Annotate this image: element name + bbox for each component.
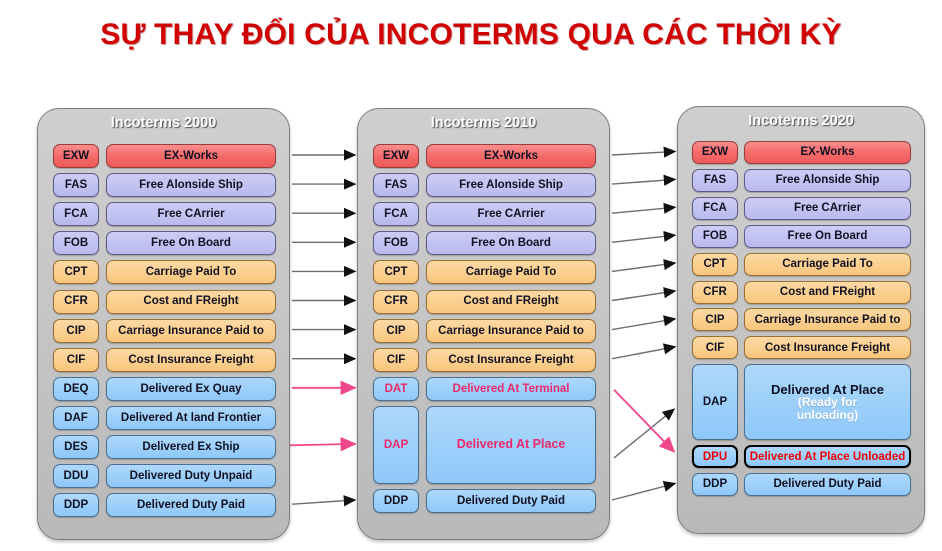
term-code-fob[interactable]: FOB: [53, 231, 99, 256]
term-name-cpt[interactable]: Carriage Paid To: [106, 260, 276, 285]
term-code-fca[interactable]: FCA: [53, 202, 99, 227]
term-code-cfr[interactable]: CFR: [692, 280, 738, 304]
term-name-fob[interactable]: Free On Board: [106, 231, 276, 256]
panel-header: Incoterms 2000: [110, 115, 217, 131]
term-name-ddp[interactable]: Delivered Duty Paid: [426, 489, 596, 513]
term-code-exw[interactable]: EXW: [692, 141, 738, 164]
term-code-cpt[interactable]: CPT: [53, 260, 99, 285]
term-name-daf[interactable]: Delivered At land Frontier: [106, 405, 276, 430]
panel-header: Incoterms 2010: [430, 115, 537, 131]
term-name-cpt[interactable]: Carriage Paid To: [744, 252, 911, 276]
term-name-ddp[interactable]: Delivered Duty Paid: [106, 493, 276, 518]
term-code-ddp[interactable]: DDP: [692, 473, 738, 496]
term-code-cip[interactable]: CIP: [53, 318, 99, 343]
term-code-dap[interactable]: DAP: [692, 364, 738, 441]
term-code-dap[interactable]: DAP: [373, 405, 419, 484]
term-code-des[interactable]: DES: [53, 435, 99, 459]
term-name-des[interactable]: Delivered Ex Ship: [106, 435, 276, 459]
term-code-ddp[interactable]: DDP: [373, 489, 419, 513]
term-name-cip[interactable]: Carriage Insurance Paid to: [426, 318, 596, 343]
term-name-cfr[interactable]: Cost and FReight: [426, 289, 596, 314]
term-code-cif[interactable]: CIF: [692, 336, 738, 360]
term-name-fca[interactable]: Free CArrier: [106, 202, 276, 227]
term-code-cip[interactable]: CIP: [373, 318, 419, 343]
term-name-fas[interactable]: Free Alonside Ship: [426, 173, 596, 198]
term-code-fca[interactable]: FCA: [373, 202, 419, 227]
term-code-cif[interactable]: CIF: [373, 347, 419, 372]
term-code-ddp[interactable]: DDP: [53, 493, 99, 518]
term-name-exw[interactable]: EX-Works: [744, 141, 911, 164]
term-name-fas[interactable]: Free Alonside Ship: [744, 168, 911, 192]
term-code-fas[interactable]: FAS: [692, 168, 738, 192]
term-code-fas[interactable]: FAS: [373, 173, 419, 198]
term-code-cip[interactable]: CIP: [692, 308, 738, 332]
term-name-line3: unloading): [796, 408, 859, 422]
term-name-fob[interactable]: Free On Board: [744, 224, 911, 248]
page-title: SỰ THAY ĐỔI CỦA INCOTERMS QUA CÁC THỜI K…: [100, 18, 842, 51]
term-code-exw[interactable]: EXW: [53, 144, 99, 168]
term-name-fca[interactable]: Free CArrier: [744, 196, 911, 220]
term-name-cfr[interactable]: Cost and FReight: [106, 289, 276, 314]
term-name-line2: (Ready for: [797, 395, 858, 410]
term-code-cif[interactable]: CIF: [53, 347, 99, 372]
term-code-fca[interactable]: FCA: [692, 196, 738, 220]
term-code-cpt[interactable]: CPT: [373, 260, 419, 285]
term-name-fca[interactable]: Free CArrier: [426, 202, 596, 227]
term-name-cip[interactable]: Carriage Insurance Paid to: [744, 308, 911, 332]
term-code-cpt[interactable]: CPT: [692, 252, 738, 276]
term-code-fob[interactable]: FOB: [692, 224, 738, 248]
term-code-daf[interactable]: DAF: [53, 405, 99, 430]
term-name-cfr[interactable]: Cost and FReight: [744, 280, 911, 304]
term-code-fas[interactable]: FAS: [53, 173, 99, 198]
term-name-ddu[interactable]: Delivered Duty Unpaid: [106, 464, 276, 489]
term-name-deq[interactable]: Delivered Ex Quay: [106, 376, 276, 401]
term-code-dpu[interactable]: DPU: [692, 445, 738, 469]
term-name-line1: Delivered At Place: [771, 381, 884, 397]
term-name-dpu[interactable]: Delivered At Place Unloaded: [744, 445, 911, 469]
term-name-cif[interactable]: Cost Insurance Freight: [744, 336, 911, 360]
term-name-cpt[interactable]: Carriage Paid To: [426, 260, 596, 285]
term-name-dat[interactable]: Delivered At Terminal: [426, 376, 596, 401]
term-name-dap[interactable]: Delivered At Place: [426, 405, 596, 484]
term-name-fob[interactable]: Free On Board: [426, 231, 596, 256]
term-name-exw[interactable]: EX-Works: [426, 144, 596, 168]
term-code-exw[interactable]: EXW: [373, 144, 419, 168]
term-name-exw[interactable]: EX-Works: [106, 144, 276, 168]
term-name-ddp[interactable]: Delivered Duty Paid: [744, 473, 911, 496]
term-name-cif[interactable]: Cost Insurance Freight: [426, 347, 596, 372]
term-code-dat[interactable]: DAT: [373, 376, 419, 401]
term-code-ddu[interactable]: DDU: [53, 464, 99, 489]
term-name-cip[interactable]: Carriage Insurance Paid to: [106, 318, 276, 343]
term-code-deq[interactable]: DEQ: [53, 376, 99, 401]
term-code-cfr[interactable]: CFR: [53, 289, 99, 314]
term-name-fas[interactable]: Free Alonside Ship: [106, 173, 276, 198]
term-code-cfr[interactable]: CFR: [373, 289, 419, 314]
term-code-fob[interactable]: FOB: [373, 231, 419, 256]
term-name-cif[interactable]: Cost Insurance Freight: [106, 347, 276, 372]
panel-header: Incoterms 2020: [748, 113, 854, 129]
